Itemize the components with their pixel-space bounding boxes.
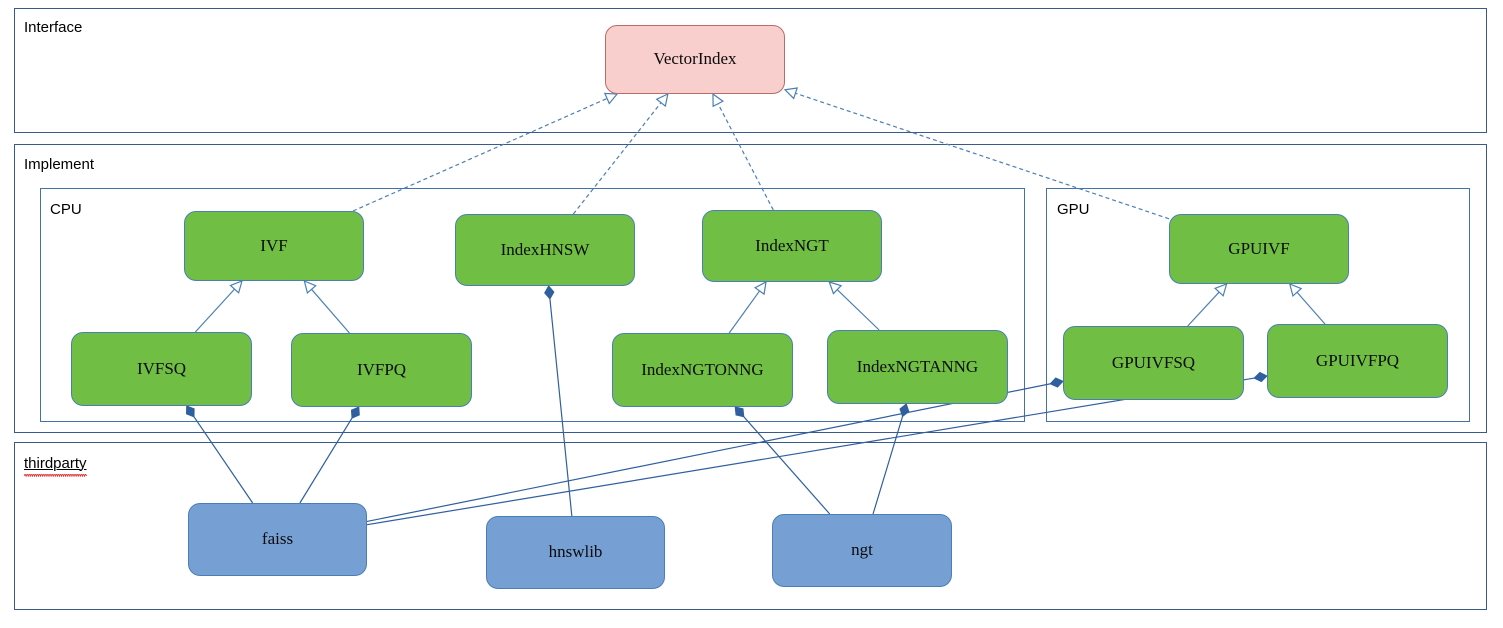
node-indexngt[interactable]: IndexNGT	[702, 210, 882, 282]
group-label-thirdparty: thirdparty	[24, 456, 87, 477]
node-label-indexhnsw: IndexHNSW	[500, 239, 590, 259]
node-ivf[interactable]: IVF	[184, 211, 364, 281]
node-ivfpq[interactable]: IVFPQ	[291, 333, 472, 407]
node-ivfsq[interactable]: IVFSQ	[71, 332, 252, 406]
node-label-ivfpq: IVFPQ	[356, 359, 407, 379]
node-gpuivfpq[interactable]: GPUIVFPQ	[1267, 324, 1448, 398]
node-indexngtonng[interactable]: IndexNGTONNG	[612, 333, 793, 407]
node-label-indexngtonng: IndexNGTONNG	[641, 359, 764, 379]
node-label-gpuivf: GPUIVF	[1228, 238, 1290, 258]
group-label-cpu: CPU	[50, 201, 82, 218]
node-label-faiss: faiss	[261, 529, 294, 549]
node-label-gpuivfsq: GPUIVFSQ	[1111, 352, 1196, 372]
node-label-ivfsq: IVFSQ	[136, 358, 187, 378]
node-ngt[interactable]: ngt	[772, 514, 952, 587]
node-gpuivfsq[interactable]: GPUIVFSQ	[1063, 326, 1244, 400]
node-hnswlib[interactable]: hnswlib	[486, 516, 665, 589]
spellcheck-squiggle-icon	[24, 474, 87, 477]
node-faiss[interactable]: faiss	[188, 503, 367, 576]
node-vectorindex[interactable]: VectorIndex	[605, 25, 785, 94]
group-label-interface: Interface	[24, 19, 83, 36]
node-label-indexngt: IndexNGT	[755, 235, 829, 255]
node-indexngtanng[interactable]: IndexNGTANNG	[827, 330, 1008, 404]
node-label-vectorindex: VectorIndex	[653, 49, 737, 69]
node-label-hnswlib: hnswlib	[548, 542, 603, 562]
node-label-ivf: IVF	[260, 235, 288, 255]
node-label-gpuivfpq: GPUIVFPQ	[1315, 350, 1400, 370]
node-indexhnsw[interactable]: IndexHNSW	[455, 214, 635, 286]
node-label-indexngtanng: IndexNGTANNG	[856, 356, 979, 376]
group-label-gpu: GPU	[1057, 201, 1090, 218]
group-label-implement: Implement	[24, 156, 95, 173]
node-gpuivf[interactable]: GPUIVF	[1169, 214, 1349, 284]
node-label-ngt: ngt	[851, 540, 873, 560]
